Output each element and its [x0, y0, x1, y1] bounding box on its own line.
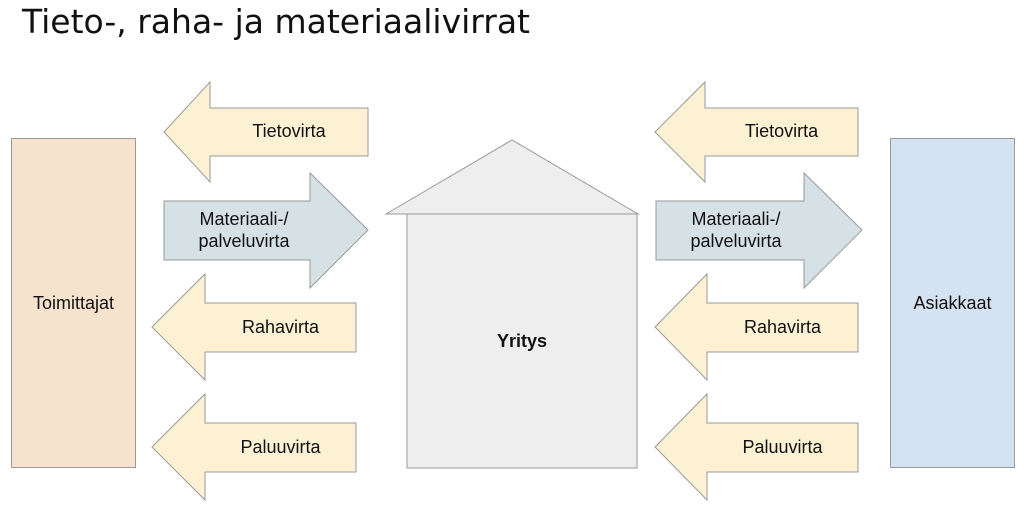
left-return-label: Paluuvirta	[240, 436, 321, 457]
right-material-arrow-shape	[655, 171, 863, 290]
left-info-arrow-shape	[163, 80, 369, 184]
customer-box: Asiakkaat	[890, 138, 1015, 468]
left-material-arrow-shape	[163, 171, 369, 290]
supplier-label: Toimittajat	[32, 292, 115, 313]
right-money-label: Rahavirta	[743, 316, 822, 337]
left-money-arrow-shape	[151, 272, 357, 382]
right-material-label: Materiaali-/ palveluvirta	[690, 208, 782, 251]
company-body	[406, 213, 638, 469]
right-return-label: Paluuvirta	[742, 436, 823, 457]
page-title: Tieto-, raha- ja materiaalivirrat	[22, 2, 530, 41]
customer-label: Asiakkaat	[913, 292, 992, 313]
left-money-label: Rahavirta	[241, 316, 320, 337]
left-return-arrow-shape	[151, 392, 357, 502]
company-label: Yritys	[496, 330, 548, 351]
left-info-label: Tietovirta	[252, 121, 326, 142]
left-material-label: Materiaali-/ palveluvirta	[198, 208, 290, 251]
right-return-arrow-shape	[654, 392, 859, 502]
right-info-label: Tietovirta	[744, 121, 819, 142]
right-info-arrow-shape	[654, 80, 859, 184]
right-money-arrow-shape	[654, 272, 859, 382]
supplier-box: Toimittajat	[11, 138, 136, 468]
